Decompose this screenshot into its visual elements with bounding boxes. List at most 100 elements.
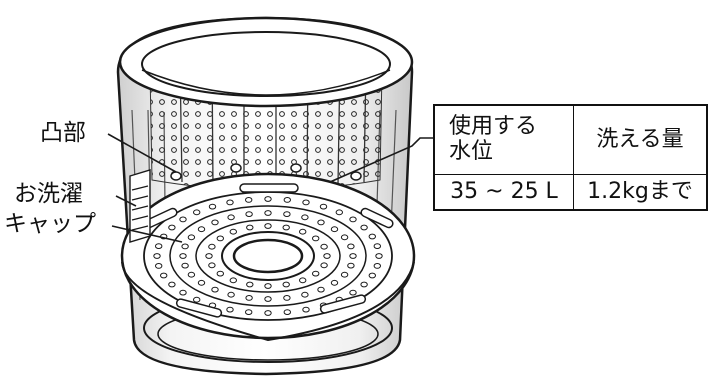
pulsator-hole [323,253,331,259]
pulsator-hole [168,281,176,288]
pulsator-hole [340,271,349,278]
pulsator-hole [283,309,291,316]
pulsator-hole [246,281,254,288]
pulsator-hole [187,271,196,278]
pulsator-hole [227,214,235,221]
pulsator-hole [368,233,376,240]
pulsator-hole [179,289,187,296]
pulsator-hole [319,203,328,210]
pulsator-hole [302,306,310,313]
pulsator-hole [264,210,272,216]
pulsator-hole [283,295,291,301]
pulsator-hole [179,216,187,223]
pulsator-hole [299,277,307,284]
pulsator-hole [317,286,325,293]
pulsator-hole [208,243,216,250]
pulsator-hole [226,306,234,313]
pulsator-hole [282,224,290,231]
pulsator-hole [301,291,309,298]
tub-rim-outer [118,16,414,108]
pulsator-hole [373,263,381,269]
pulsator-hole [205,253,213,259]
header-capacity: 洗える量 [573,104,708,175]
pulsator-hole [208,203,217,210]
pulsator-hole [283,197,291,203]
pulsator-hole [245,309,253,316]
pulsator-hole [330,279,339,286]
pulsator-hole [283,211,291,218]
pulsator-hole [229,277,238,284]
label-laundry-cap-line1: お洗濯 [14,181,83,207]
pulsator-hole [179,253,187,259]
header-water-level: 使用する 水位 [433,104,574,175]
pulsator-hole [335,209,343,216]
pulsator-hole [245,295,253,301]
tub-rim-inner [141,31,391,97]
pulsator-hole [264,196,272,202]
pulsator-hole [197,279,206,286]
header-water-level-text: 使用する 水位 [449,114,538,164]
pulsator-hole [193,209,201,216]
pulsator-hole [340,234,349,241]
pulsator-hole [312,270,320,277]
pulsator-hole [264,310,272,316]
pulsator-hole [368,272,376,279]
pulsator-hole [330,226,339,233]
pulsator-hole [264,223,272,229]
pulsator-hole [347,262,355,269]
pulsator-hole [299,228,307,235]
laundry-cap [129,169,151,243]
pulsator-hole [246,224,254,231]
leader-lines [107,133,440,243]
pulsator-slots [144,183,394,318]
pulsator-hole [211,219,219,226]
pulsator-hole [155,263,163,269]
pulsator-hole [360,281,368,288]
pulsator-hole [216,270,225,277]
pulsator-hole [187,234,196,241]
boss-bumps [170,163,362,181]
pulsator-hole [347,243,355,250]
pulsator-hole [349,253,357,259]
pulsator-hole [193,296,201,303]
pulsator-holes [153,196,383,316]
pulsator-hole [349,289,357,296]
pulsator-hole [197,226,206,233]
pulsator-hole [160,272,168,279]
pulsator-hole [181,262,189,269]
pulsator-hole [208,262,216,269]
pulsator-hole [349,216,357,223]
label-laundry-cap-line2: キャップ [4,211,96,237]
pulsator-hole [282,281,290,288]
pulsator-hole [302,199,310,206]
table-header-row: 使用する 水位 洗える量 [433,104,708,175]
pulsator-hole [181,243,189,250]
pulsator-hole [264,283,272,289]
pulsator-hole [227,291,235,298]
pulsator-hole [317,219,325,226]
pulsator-hole [301,214,309,221]
pulsator-hole [155,243,163,250]
pulsator-hub-inner [232,238,304,274]
pulsator-hole [153,253,161,259]
pulsator-hole [360,224,368,231]
pulsator-hole [320,243,328,250]
pulsator-hole [320,262,328,269]
label-boss: 凸部 [40,120,86,146]
pulsator-hole [312,235,320,242]
pulsator-hole [245,197,253,203]
table-row: 35 ~ 25 L 1.2kgまで [433,174,708,211]
cell-capacity: 1.2kgまで [573,174,708,211]
pulsator-hole [168,224,176,231]
pulsator-hole [373,243,381,250]
pulsator-hole [264,296,272,302]
cell-water-level: 35 ~ 25 L [433,174,574,211]
pulsator-hole [211,286,219,293]
pulsator-hole [375,253,383,259]
pulsator-hole [216,235,225,242]
pulsator-hole [245,211,253,218]
capacity-table: 使用する 水位 洗える量 35 ~ 25 L 1.2kgまで [433,104,708,211]
pulsator-hole [229,228,238,235]
pulsator-hole [226,199,234,206]
